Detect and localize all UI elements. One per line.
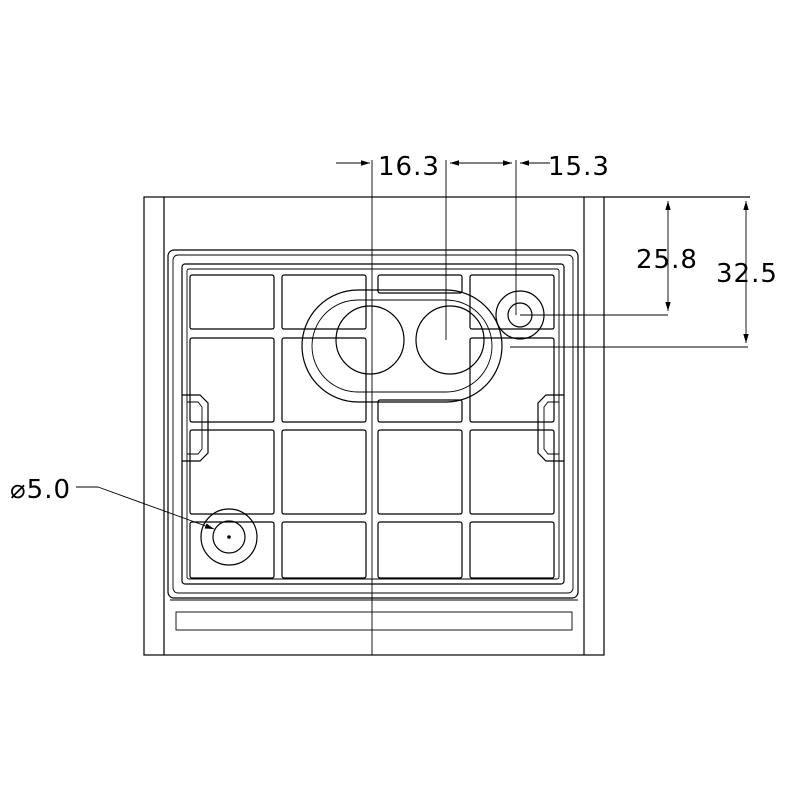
housing-outline <box>143 196 750 656</box>
hole-diameter-leader <box>76 486 215 530</box>
dim-height-outer: 32.5 <box>716 259 778 289</box>
battery-lid <box>167 249 579 599</box>
side-notches <box>182 394 564 462</box>
dim-height-inner: 25.8 <box>636 245 698 275</box>
center-lines <box>371 160 517 655</box>
dim-width-left: 16.3 <box>378 152 440 182</box>
rib-grid <box>189 274 555 579</box>
dim-width-right: 15.3 <box>548 152 610 182</box>
mounting-hole <box>200 508 258 566</box>
vertical-dimensions <box>510 201 749 348</box>
terminal-boss <box>301 289 503 403</box>
dim-hole-diameter: ⌀5.0 <box>10 475 71 505</box>
